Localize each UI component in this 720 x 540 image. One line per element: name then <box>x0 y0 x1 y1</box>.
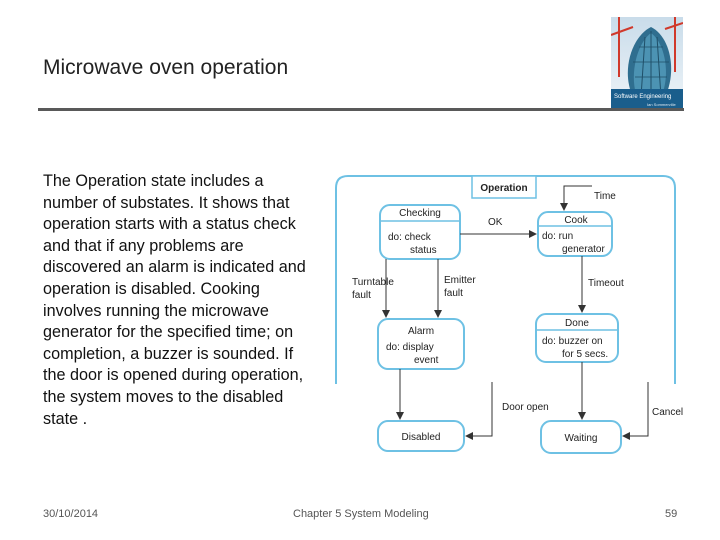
transition-time-label: Time <box>594 191 616 202</box>
state-alarm-action-2: event <box>414 355 439 366</box>
transition-turntable-label-1: Turntable <box>352 277 394 288</box>
state-done-action-2: for 5 secs. <box>562 349 608 360</box>
transition-cancel-label: Cancel <box>652 407 683 418</box>
state-alarm-name: Alarm <box>408 326 434 337</box>
state-cook-action-2: generator <box>562 244 605 255</box>
state-done <box>535 313 619 363</box>
state-diagram-svg: Operation Checking do: check status Cook… <box>335 175 683 454</box>
state-disabled-name: Disabled <box>402 432 441 443</box>
operation-label: Operation <box>480 183 527 194</box>
transition-turntable-label-2: fault <box>352 290 371 301</box>
slide-title: Microwave oven operation <box>43 56 289 79</box>
footer-chapter: Chapter 5 System Modeling <box>293 508 429 520</box>
transition-emitter-label-2: fault <box>444 288 463 299</box>
transition-door-open <box>465 382 493 440</box>
state-cook <box>537 211 613 257</box>
state-checking-action-1: do: check <box>388 232 432 243</box>
transition-timeout-label: Timeout <box>588 278 624 289</box>
footer-page-number: 59 <box>665 508 678 520</box>
state-waiting <box>540 420 622 454</box>
state-checking-action-2: status <box>410 245 437 256</box>
state-waiting-name: Waiting <box>565 433 598 444</box>
book-cover-subtitle: Ian Sommerville <box>647 102 676 107</box>
book-cover-art: Software Engineering Ian Sommerville <box>611 17 683 109</box>
book-cover-banner: Software Engineering <box>614 94 671 100</box>
state-alarm-action-1: do: display <box>386 342 434 353</box>
state-disabled <box>377 420 465 452</box>
transition-door-open-label: Door open <box>502 402 549 413</box>
transition-emitter-label-1: Emitter <box>444 275 476 286</box>
state-done-name: Done <box>565 318 589 329</box>
state-checking <box>379 204 461 260</box>
body-text: The Operation state includes a number of… <box>43 172 306 428</box>
state-cook-action-1: do: run <box>542 231 573 242</box>
state-done-action-1: do: buzzer on <box>542 336 603 347</box>
footer-date: 30/10/2014 <box>43 508 99 520</box>
transition-time <box>560 185 592 211</box>
title-divider <box>38 108 684 111</box>
state-alarm <box>377 318 465 370</box>
state-diagram: Operation Checking do: check status Cook… <box>330 168 690 460</box>
transition-cancel <box>622 382 649 440</box>
book-cover-image: Software Engineering Ian Sommerville <box>611 17 683 109</box>
state-checking-name: Checking <box>399 208 441 219</box>
operation-label-box <box>471 175 537 199</box>
transition-ok-label: OK <box>488 217 503 228</box>
state-cook-name: Cook <box>564 215 588 226</box>
